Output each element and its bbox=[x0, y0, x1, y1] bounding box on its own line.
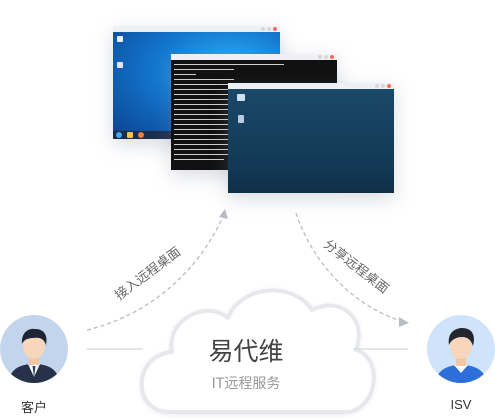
window-controls-icon bbox=[261, 27, 277, 31]
window-titlebar bbox=[228, 83, 394, 89]
cloud-shape bbox=[139, 288, 376, 414]
explorer-icon bbox=[127, 132, 133, 138]
remote-desktop-window bbox=[228, 83, 394, 193]
start-icon bbox=[116, 132, 122, 138]
arrow-connect-path bbox=[86, 213, 225, 331]
service-title: 易代维 bbox=[208, 337, 284, 366]
recycle-bin-icon bbox=[238, 115, 244, 123]
isv-label: ISV bbox=[450, 397, 472, 412]
customer-label: 客户 bbox=[20, 401, 48, 416]
computer-icon bbox=[117, 36, 123, 42]
window-controls-icon bbox=[318, 55, 334, 59]
arrow-share-head bbox=[399, 317, 409, 327]
developer-avatar-icon bbox=[427, 315, 495, 383]
arrow-share-path bbox=[295, 212, 405, 323]
service-subtitle: IT远程服务 bbox=[211, 376, 281, 392]
window-titlebar bbox=[113, 26, 280, 32]
window-controls-icon bbox=[375, 84, 391, 88]
recycle-bin-icon bbox=[117, 62, 123, 68]
businessman-avatar-icon bbox=[0, 315, 68, 383]
browser-icon bbox=[138, 132, 144, 138]
arrow-connect-head bbox=[219, 209, 228, 219]
computer-icon bbox=[237, 94, 245, 101]
remote-screen bbox=[228, 89, 394, 193]
window-titlebar bbox=[171, 54, 337, 60]
